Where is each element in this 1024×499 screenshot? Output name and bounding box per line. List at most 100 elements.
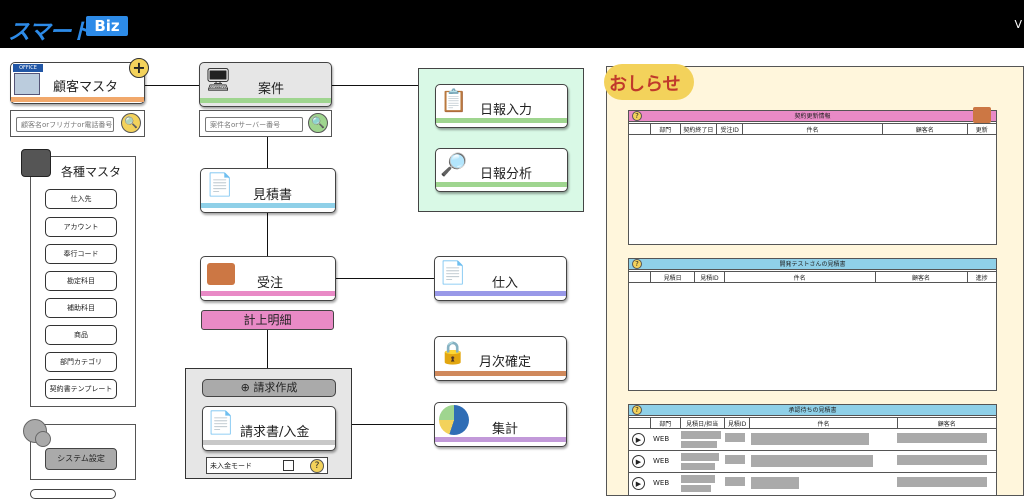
redacted: [751, 477, 799, 489]
redacted: [897, 455, 987, 465]
color-stripe: [11, 97, 144, 102]
summary-label: 集計: [492, 422, 519, 437]
table-row[interactable]: ▶ WEB: [629, 473, 996, 495]
magnifier-icon: 🔎: [440, 153, 468, 178]
connector-line: [267, 135, 268, 170]
column-header: 受注ID: [716, 123, 744, 135]
column-header: 件名: [742, 123, 883, 135]
redacted: [725, 477, 745, 486]
customer-master-button[interactable]: OFFICE 顧客マスタ: [10, 62, 145, 104]
invoice-panel: ⊕ 請求作成 📄 請求書/入金 未入金モード ?: [185, 368, 352, 479]
color-stripe: [436, 182, 567, 187]
master-item-contract-template[interactable]: 契約書テンプレート: [45, 379, 117, 399]
column-header: 契約終了日: [679, 123, 718, 135]
connector-line: [336, 278, 434, 279]
column-header: 顧客名: [896, 417, 998, 429]
office-building-icon: [14, 73, 40, 95]
help-icon[interactable]: ?: [632, 405, 642, 415]
customer-search-input[interactable]: 顧客名orフリガナor電話番号: [16, 117, 114, 132]
redacted: [751, 433, 869, 445]
connector-line: [267, 330, 268, 370]
dev-estimates-title: 開発テストさんの見積書: [628, 258, 997, 270]
color-stripe: [435, 291, 566, 296]
app-logo-biz[interactable]: Biz: [86, 16, 128, 36]
master-item-account[interactable]: アカウント: [45, 217, 117, 237]
help-icon[interactable]: ?: [632, 259, 642, 269]
case-search-box: 案件名orサーバー番号 🔍: [199, 110, 332, 137]
case-button[interactable]: 🖥 案件: [199, 62, 332, 107]
various-master-title: 各種マスタ: [61, 165, 122, 179]
customer-search-box: 顧客名orフリガナor電話番号 🔍: [10, 110, 145, 137]
system-settings-panel: システム設定: [23, 419, 136, 480]
estimate-label: 見積書: [253, 188, 293, 203]
play-icon[interactable]: ▶: [632, 477, 645, 490]
add-customer-icon[interactable]: +: [129, 58, 149, 78]
invoice-payment-button[interactable]: 📄 請求書/入金: [202, 406, 336, 451]
system-settings-button[interactable]: システム設定: [45, 448, 117, 470]
contract-renewal-section: 契約更新情報 ? 部門 契約終了日 受注ID 件名 顧客名 更新: [627, 107, 998, 245]
contract-renewal-title: 契約更新情報: [628, 110, 997, 122]
master-item-supplier[interactable]: 仕入先: [45, 189, 117, 209]
stamp-icon: [207, 263, 235, 285]
column-header: 顧客名: [874, 271, 968, 283]
estimate-button[interactable]: 📄 見積書: [200, 168, 336, 213]
column-header: 進捗: [966, 271, 998, 283]
monthly-close-button[interactable]: 🔒 月次確定: [434, 336, 567, 381]
create-invoice-button[interactable]: ⊕ 請求作成: [202, 379, 336, 397]
color-stripe: [435, 437, 566, 442]
search-icon[interactable]: 🔍: [121, 113, 141, 133]
column-header: 見積ID: [723, 417, 751, 429]
redacted: [681, 463, 715, 470]
redacted: [681, 453, 719, 461]
play-icon[interactable]: ▶: [632, 433, 645, 446]
color-stripe: [201, 203, 335, 208]
column-header: 件名: [723, 271, 876, 283]
purchase-button[interactable]: 📄 仕入: [434, 256, 567, 301]
harddisk-icon: [21, 149, 51, 177]
master-item-sub-account[interactable]: 補助科目: [45, 298, 117, 318]
column-header: 更新: [966, 123, 998, 135]
master-item-dept-category[interactable]: 部門カテゴリ: [45, 352, 117, 372]
redacted: [681, 475, 715, 483]
approval-estimates-section: 承認待ちの見積書 ? 部門 見積日/担当 見積ID 件名 顧客名 ▶ WEB ▶…: [627, 404, 998, 496]
redacted: [681, 431, 721, 439]
play-icon[interactable]: ▶: [632, 455, 645, 468]
master-item-account-title[interactable]: 勘定科目: [45, 271, 117, 291]
app-logo[interactable]: スマート: [8, 20, 92, 45]
booking-detail-button[interactable]: 計上明細: [201, 310, 334, 330]
redacted: [681, 441, 717, 448]
daily-analysis-button[interactable]: 🔎 日報分析: [435, 148, 568, 192]
summary-button[interactable]: 集計: [434, 402, 567, 447]
color-stripe: [200, 98, 331, 103]
dev-estimates-header: 見積日 見積ID 件名 顧客名 進捗: [627, 271, 998, 283]
help-icon[interactable]: ?: [632, 111, 642, 121]
purchase-document-icon: 📄: [439, 261, 467, 286]
master-item-bugyo-code[interactable]: 奉行コード: [45, 244, 117, 264]
unpaid-mode-checkbox[interactable]: [283, 460, 294, 471]
partial-button[interactable]: [30, 489, 116, 499]
color-stripe: [203, 440, 335, 445]
daily-report-icon: 📋: [440, 89, 468, 114]
search-icon[interactable]: 🔍: [308, 113, 328, 133]
office-tag: OFFICE: [13, 64, 43, 72]
order-button[interactable]: 受注: [200, 256, 336, 301]
master-item-product[interactable]: 商品: [45, 325, 117, 345]
column-header: 顧客名: [881, 123, 968, 135]
table-row[interactable]: ▶ WEB: [629, 451, 996, 473]
notice-title: おしらせ: [609, 74, 681, 95]
daily-input-button[interactable]: 📋 日報入力: [435, 84, 568, 128]
purchase-label: 仕入: [492, 276, 519, 291]
row-department: WEB: [653, 457, 670, 465]
case-label: 案件: [258, 82, 285, 97]
table-row[interactable]: ▶ WEB: [629, 429, 996, 451]
case-search-input[interactable]: 案件名orサーバー番号: [205, 117, 303, 132]
document-icon: 📄: [206, 173, 234, 198]
approval-estimates-title: 承認待ちの見積書: [628, 404, 997, 416]
create-invoice-label: 請求作成: [253, 381, 298, 394]
help-icon[interactable]: ?: [310, 459, 324, 473]
dev-estimates-section: 開発テストさんの見積書 ? 見積日 見積ID 件名 顧客名 進捗: [627, 258, 998, 391]
monthly-close-label: 月次確定: [479, 355, 532, 370]
approval-estimates-header: 部門 見積日/担当 見積ID 件名 顧客名: [627, 417, 998, 429]
column-header: 部門: [650, 417, 681, 429]
server-icon: 🖥: [204, 68, 232, 93]
